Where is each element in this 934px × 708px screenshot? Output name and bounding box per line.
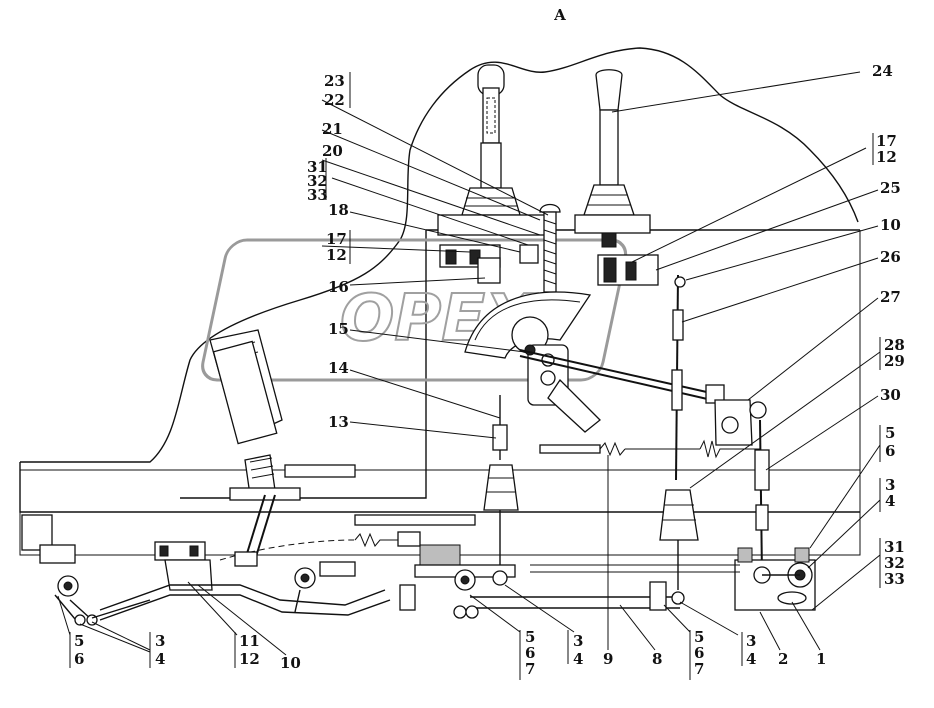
right-joystick: [574, 69, 651, 248]
turnbuckle-30: [754, 419, 770, 576]
callout-26: 26: [880, 248, 901, 266]
callout-33-top: 33: [307, 186, 328, 204]
callout-1: 1: [816, 650, 826, 668]
sector-plate: [464, 291, 601, 433]
valve-block-right: [597, 254, 659, 286]
callout-23: 23: [324, 72, 345, 90]
callout-18: 18: [328, 201, 349, 219]
callout-3-b: 3: [746, 632, 756, 650]
callout-6-b: 6: [694, 644, 704, 662]
callout-2: 2: [778, 650, 788, 668]
callout-12-left: 12: [326, 246, 347, 264]
callout-12-right: 12: [876, 148, 897, 166]
callout-bars: [69, 72, 881, 680]
callout-15: 15: [328, 320, 349, 338]
callout-5-b: 5: [694, 628, 704, 646]
callouts: 24 23 22 21 20 31 32 33 18 17 12 16 15 1…: [74, 62, 905, 678]
callout-24: 24: [872, 62, 893, 80]
callout-17-right: 17: [876, 132, 897, 150]
callout-21: 21: [322, 120, 343, 138]
callout-10-right: 10: [880, 216, 901, 234]
left-joystick: [437, 64, 549, 236]
callout-33-right: 33: [884, 570, 905, 588]
callout-6-left: 6: [74, 650, 84, 668]
far-left-linkage: [39, 544, 151, 626]
callout-7-a: 7: [525, 660, 535, 678]
callout-3-right: 3: [885, 476, 895, 494]
vertical-rod-26: [671, 274, 686, 481]
callout-22: 22: [324, 91, 345, 109]
callout-10-bottom: 10: [280, 654, 301, 672]
callout-5-right: 5: [885, 424, 895, 442]
boot-left: [483, 395, 519, 570]
callout-9: 9: [603, 650, 613, 668]
callout-4-c: 4: [573, 650, 583, 668]
callout-25: 25: [880, 179, 901, 197]
callout-6-right: 6: [885, 442, 895, 460]
callout-13: 13: [328, 413, 349, 431]
callout-28: 28: [884, 336, 905, 354]
callout-17-left: 17: [326, 230, 347, 248]
threaded-rod: [539, 203, 561, 293]
link-rod-27: [519, 349, 725, 404]
callout-4-right: 4: [885, 492, 895, 510]
callout-7-b: 7: [694, 660, 704, 678]
callout-3-left: 3: [155, 632, 165, 650]
center-lower-mechanism: [354, 514, 685, 619]
callout-31-top: 31: [307, 158, 328, 176]
callout-29: 29: [884, 352, 905, 370]
valve-block-left: [439, 244, 539, 284]
callout-32-top: 32: [307, 172, 328, 190]
callout-31-right: 31: [884, 538, 905, 556]
callout-14: 14: [328, 359, 349, 377]
callout-5-left: 5: [74, 632, 84, 650]
callout-4-b: 4: [746, 650, 756, 668]
left-lower-linkage: [99, 541, 391, 621]
rod-8: [470, 564, 740, 609]
bellcrank: [714, 399, 767, 446]
spring-9: [539, 439, 760, 459]
callout-12-b: 12: [239, 650, 260, 668]
callout-27: 27: [880, 288, 901, 306]
leader-lines: [57, 71, 881, 656]
callout-3-c: 3: [573, 632, 583, 650]
callout-4-left: 4: [155, 650, 165, 668]
callout-32-right: 32: [884, 554, 905, 572]
callout-6-a: 6: [525, 644, 535, 662]
cable-dashed: [219, 531, 421, 561]
boot-right: [659, 489, 699, 590]
callout-5-a: 5: [525, 628, 535, 646]
callout-30: 30: [880, 386, 901, 404]
callout-16: 16: [328, 278, 349, 296]
lower-right-bracket: [734, 547, 816, 611]
pedal-assembly: [209, 329, 356, 567]
view-label: А: [554, 6, 567, 24]
callout-8: 8: [652, 650, 662, 668]
callout-11: 11: [239, 632, 260, 650]
callout-20: 20: [322, 142, 343, 160]
